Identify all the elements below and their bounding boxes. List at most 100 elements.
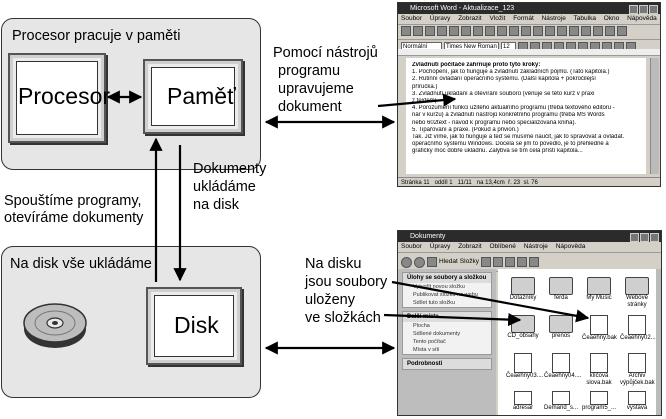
menu-zobrazit[interactable]: Zobrazit (458, 243, 482, 250)
preview-icon[interactable] (449, 26, 459, 36)
file-item[interactable]: My Music (582, 277, 616, 302)
file-item[interactable]: ferda (544, 277, 578, 302)
para-icon[interactable] (593, 26, 603, 36)
cd-disc-icon (23, 303, 87, 348)
document-icon (628, 391, 646, 405)
menu-oblibene[interactable]: Oblíbené (489, 243, 516, 250)
document-area[interactable]: Zvládnutí počítače zahrnuje proto tyto k… (406, 58, 646, 174)
maximize-icon[interactable] (639, 4, 648, 14)
menu-upravy[interactable]: Úpravy (429, 15, 451, 22)
place-desktop[interactable]: Plocha (413, 323, 430, 329)
edit-label-line4: dokument (278, 99, 342, 115)
edit-label-line2: programu (278, 63, 341, 79)
document-icon (552, 353, 570, 373)
paste-icon[interactable] (497, 26, 507, 36)
maximize-icon[interactable] (640, 232, 649, 242)
file-item[interactable]: klíčová slova.bak (582, 353, 616, 387)
doc-line: nár v kurzu) a zvládnutí nástrojů konkré… (412, 112, 605, 119)
file-item[interactable]: Čeaehny.bak (582, 315, 617, 342)
status-pages: 11/11 (457, 180, 472, 186)
folders-button[interactable]: Složky (459, 258, 479, 265)
file-item[interactable]: Archiv výpůjček.bak (620, 353, 655, 387)
file-item[interactable]: Dotazníky (506, 277, 540, 302)
columns-icon[interactable] (557, 26, 567, 36)
forward-icon[interactable] (414, 256, 425, 268)
new-icon[interactable] (401, 26, 411, 36)
file-item[interactable]: adresar (506, 391, 540, 412)
task-new-folder[interactable]: Vytvořit novou složku (413, 284, 465, 290)
file-item[interactable]: CD_obsahy (506, 315, 540, 340)
back-icon[interactable] (401, 256, 412, 268)
menu-upravy[interactable]: Úpravy (429, 243, 451, 250)
menu-zobrazit[interactable]: Zobrazit (458, 15, 482, 22)
menu-soubor[interactable]: Soubor (401, 243, 422, 250)
doc-line: příručka.) (412, 83, 438, 90)
menu-napoveda[interactable]: Nápověda (627, 15, 657, 22)
folder-icon (511, 315, 535, 333)
menu-soubor[interactable]: Soubor (401, 15, 422, 22)
menu-okno[interactable]: Okno (603, 15, 620, 22)
vertical-scrollbar[interactable] (650, 58, 659, 174)
disk-box (146, 287, 242, 365)
search-button[interactable]: Hledat (439, 258, 458, 265)
menu-nastroje[interactable]: Nástroje (541, 15, 566, 22)
menu-format[interactable]: Formát (513, 15, 534, 22)
file-tasks-head[interactable]: Úlohy se soubory a složkou (403, 273, 491, 283)
move-icon[interactable] (480, 257, 491, 267)
file-item[interactable]: prenos (544, 315, 578, 340)
folder-icon (625, 277, 649, 295)
word-statusbar: Stránka 11 oddíl 1 11/11 na 13,4cm ř. 23… (398, 177, 660, 186)
open-icon[interactable] (413, 26, 423, 36)
file-item[interactable]: Webové stránky (620, 277, 654, 309)
memory-panel-title: Procesor pracuje v paměti (12, 28, 181, 44)
folder-icon (587, 277, 611, 295)
file-item[interactable]: Demand_s... (544, 391, 578, 412)
file-item[interactable]: Čeaehny02.... (620, 315, 657, 342)
word-menubar: Soubor Úpravy Zobrazit Vložit Formát Nás… (398, 14, 660, 25)
delete-icon[interactable] (504, 257, 515, 267)
explorer-scrollbar[interactable] (656, 269, 661, 415)
close-icon[interactable] (650, 232, 659, 242)
file-item[interactable]: vystava (620, 391, 654, 412)
menu-nastroje[interactable]: Nástroje (523, 243, 548, 250)
help-icon[interactable] (617, 26, 627, 36)
close-icon[interactable] (649, 4, 658, 14)
file-item[interactable]: Čeaehny04.... (544, 353, 581, 380)
print-icon[interactable] (437, 26, 447, 36)
spell-icon[interactable] (461, 26, 471, 36)
menu-tabulka[interactable]: Tabulka (573, 15, 596, 22)
map-icon[interactable] (581, 26, 591, 36)
drawing-icon[interactable] (569, 26, 579, 36)
place-network[interactable]: Místa v síti (413, 347, 440, 353)
copy-icon[interactable] (485, 26, 495, 36)
menu-vlozit[interactable]: Vložit (489, 15, 506, 22)
save-icon[interactable] (425, 26, 435, 36)
zoom-icon[interactable] (605, 26, 615, 36)
place-shared[interactable]: Sdílené dokumenty (413, 331, 461, 337)
views-icon[interactable] (528, 257, 539, 267)
run-programs-label-line2: otevíráme dokumenty (4, 210, 144, 226)
undo-icon[interactable] (516, 257, 527, 267)
link-icon[interactable] (533, 26, 543, 36)
disk-panel-title: Na disk vše ukládáme (10, 256, 152, 272)
other-places-head[interactable]: Další místa (403, 312, 491, 322)
minimize-icon[interactable] (629, 4, 638, 14)
place-computer[interactable]: Tento počítač (413, 339, 446, 345)
cut-icon[interactable] (473, 26, 483, 36)
task-publish[interactable]: Publikovat složku na webu (413, 292, 478, 298)
file-item[interactable]: Čeaehny03.... (506, 353, 543, 380)
task-share[interactable]: Sdílet tuto složku (413, 300, 455, 306)
files-label-line1: Na disku (305, 256, 362, 272)
redo-icon[interactable] (521, 26, 531, 36)
folder-icon (511, 277, 535, 295)
table-icon[interactable] (545, 26, 555, 36)
minimize-icon[interactable] (630, 232, 639, 242)
file-item[interactable]: program5_... (582, 391, 616, 412)
explorer-window: Dokumenty Soubor Úpravy Zobrazit Oblíben… (397, 230, 662, 416)
up-icon[interactable] (427, 257, 437, 267)
copy-icon[interactable] (492, 257, 503, 267)
menu-napoveda[interactable]: Nápověda (555, 243, 586, 250)
folder-icon (549, 315, 573, 333)
details-head[interactable]: Podrobnosti (403, 359, 491, 369)
undo-icon[interactable] (509, 26, 519, 36)
